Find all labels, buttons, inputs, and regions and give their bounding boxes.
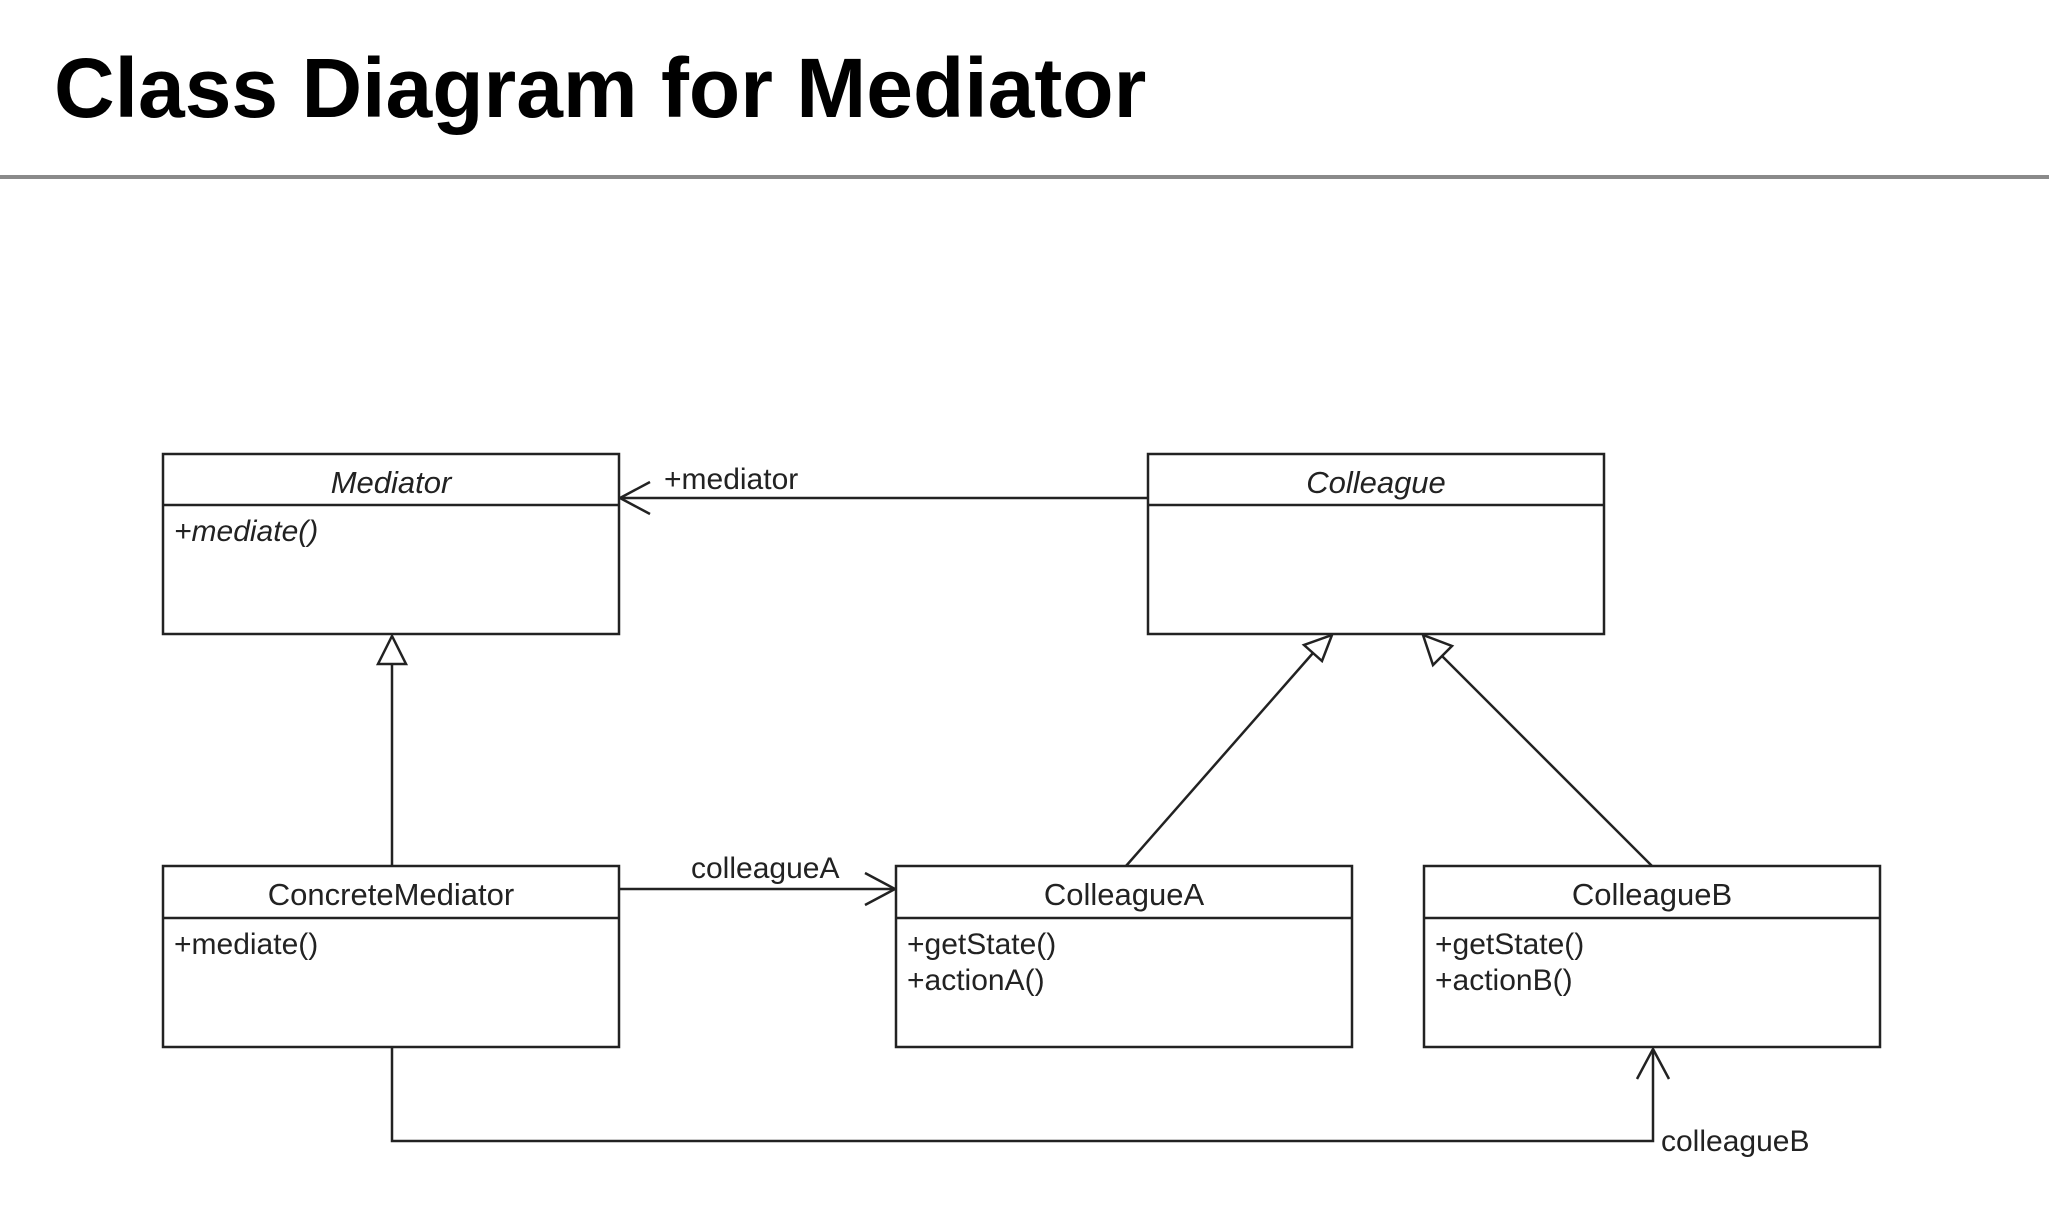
class-name-colleague: Colleague [1306, 465, 1446, 500]
class-name-colleague-a: ColleagueA [1044, 877, 1205, 912]
class-mediator: Mediator +mediate() [161, 452, 621, 636]
operation-get-state: +getState() [907, 928, 1056, 961]
association-mediator-to-colleague-b: colleagueB [390, 1046, 1809, 1158]
association-colleague-to-mediator: +mediator [617, 463, 1148, 516]
generalization-colleague-a [1125, 632, 1335, 867]
operation-mediate: +mediate() [174, 928, 318, 961]
class-box [161, 864, 621, 1049]
operation-mediate: +mediate() [174, 515, 318, 548]
hollow-triangle-arrowhead [1420, 632, 1455, 668]
generalization-line [1441, 655, 1653, 867]
association-line [390, 1047, 1655, 1143]
operation-get-state: +getState() [1435, 928, 1584, 961]
generalization-colleague-b [1420, 632, 1653, 867]
class-box [1146, 452, 1606, 636]
title-divider [0, 175, 2049, 179]
hollow-triangle-arrowhead [375, 633, 409, 666]
class-box [161, 452, 621, 636]
association-label-colleague-a: colleagueA [691, 852, 839, 885]
class-name-mediator: Mediator [331, 465, 453, 500]
generalization-line [1125, 652, 1314, 867]
hollow-triangle-arrowhead [1301, 632, 1335, 664]
association-mediator-to-colleague-a: colleagueA [619, 852, 898, 907]
class-box [1422, 864, 1882, 1049]
generalization-concrete-mediator [375, 633, 409, 866]
association-label-colleague-b: colleagueB [1661, 1125, 1809, 1158]
operation-action-a: +actionA() [907, 964, 1045, 997]
class-name-colleague-b: ColleagueB [1572, 877, 1732, 912]
open-arrowhead [1635, 1046, 1671, 1080]
class-box [894, 864, 1354, 1049]
page-title: Class Diagram for Mediator [54, 41, 1147, 135]
class-colleague-a: ColleagueA +getState() +actionA() [894, 864, 1354, 1049]
class-name-concrete-mediator: ConcreteMediator [268, 877, 514, 912]
operation-action-b: +actionB() [1435, 964, 1573, 997]
class-colleague-b: ColleagueB +getState() +actionB() [1422, 864, 1882, 1049]
class-colleague: Colleague [1146, 452, 1606, 636]
class-concrete-mediator: ConcreteMediator +mediate() [161, 864, 621, 1049]
association-label-mediator: +mediator [664, 463, 798, 496]
